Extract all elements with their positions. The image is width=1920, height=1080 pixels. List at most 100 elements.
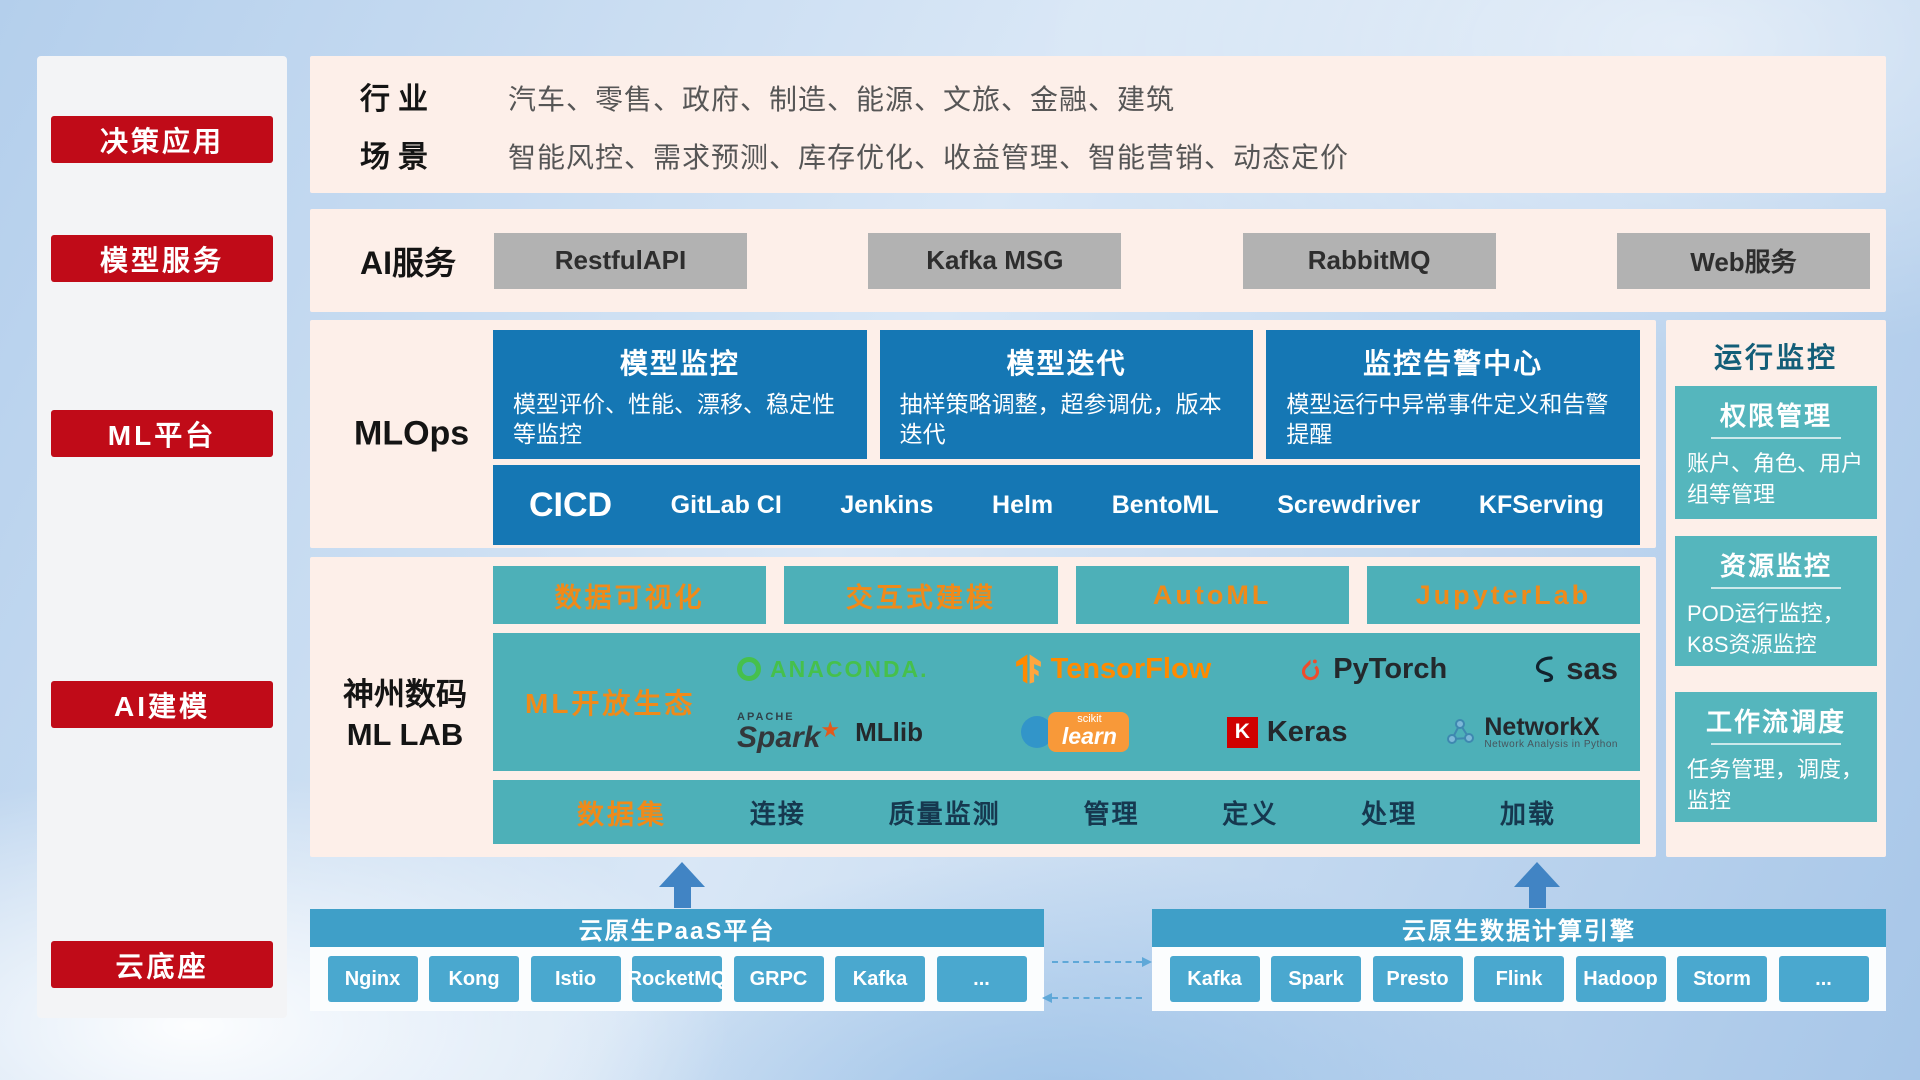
networkx-wordmark: NetworkX — [1484, 712, 1600, 741]
networkx-caption: Network Analysis in Python — [1484, 738, 1618, 750]
ml-open-ecosystem-box: ML开放生态 ANACONDA. TensorFlow PyTorch — [493, 633, 1640, 771]
resource-monitoring-card: 资源监控 POD运行监控，K8S资源监控 — [1675, 536, 1877, 666]
sas-wordmark: sas — [1566, 651, 1618, 687]
data-visualization-box: 数据可视化 — [493, 566, 767, 624]
gitlab-ci-label: GitLab CI — [670, 490, 782, 519]
card-desc: 任务管理，调度，监控 — [1687, 757, 1864, 814]
mllib-wordmark: MLlib — [855, 716, 923, 747]
dataset-define: 定义 — [1222, 798, 1279, 829]
web-service-box: Web服务 — [1616, 232, 1870, 289]
up-arrow-paas — [659, 862, 705, 908]
dataset-load: 加载 — [1499, 798, 1556, 829]
anaconda-wordmark: ANACONDA. — [770, 655, 929, 682]
mlops-label: MLOps — [354, 414, 470, 453]
paas-strip: Nginx Kong Istio RocketMQ GRPC Kafka ... — [310, 947, 1044, 1011]
card-desc: 模型运行中异常事件定义和告警提醒 — [1286, 391, 1609, 447]
scikit-learn-badge: scikit learn — [1047, 712, 1129, 753]
sidebar-item-ai-modeling: AI建模 — [51, 681, 273, 728]
card-title: 监控告警中心 — [1363, 348, 1544, 379]
industry-label: 行业 — [360, 83, 436, 116]
cicd-label: CICD — [529, 485, 613, 524]
anaconda-logo: ANACONDA. — [737, 656, 929, 683]
left-sidebar: 决策应用 模型服务 ML平台 AI建模 云底座 — [37, 56, 287, 1018]
tensorflow-logo: TensorFlow — [1015, 653, 1211, 686]
scenario-label: 场景 — [360, 141, 436, 174]
ml-lab-label-line2: ML LAB — [346, 717, 464, 753]
dashed-arrow-right — [1052, 957, 1152, 967]
ml-lab-panel: 神州数码 ML LAB 数据可视化 交互式建模 AutoML JupyterLa… — [310, 557, 1656, 857]
card-title: 工作流调度 — [1687, 702, 1865, 745]
dataset-label: 数据集 — [577, 799, 667, 830]
industry-scenario-panel: 行业 汽车、零售、政府、制造、能源、文旅、金融、建筑 场景 智能风控、需求预测、… — [310, 56, 1886, 193]
flink-box: Flink — [1474, 956, 1564, 1002]
paas-header: 云原生PaaS平台 — [310, 909, 1044, 947]
more2-box: ... — [1778, 956, 1869, 1002]
card-title: 资源监控 — [1687, 546, 1865, 589]
bentoml-label: BentoML — [1111, 490, 1219, 519]
arrow-head — [659, 862, 705, 887]
keras-icon: K — [1226, 716, 1258, 748]
dataset-quality: 质量监测 — [888, 798, 1001, 829]
jenkins-label: Jenkins — [840, 490, 934, 519]
rocketmq-box: RocketMQ — [628, 956, 726, 1002]
industry-content: 汽车、零售、政府、制造、能源、文旅、金融、建筑 — [508, 84, 1176, 115]
model-iteration-card: 模型迭代 抽样策略调整，超参调优，版本迭代 — [879, 330, 1254, 459]
up-arrow-engine — [1514, 862, 1560, 908]
kafka-msg-box: Kafka MSG — [868, 232, 1122, 289]
scenario-row: 场景 智能风控、需求预测、库存优化、收益管理、智能营销、动态定价 — [360, 132, 1862, 176]
industry-row: 行业 汽车、零售、政府、制造、能源、文旅、金融、建筑 — [360, 74, 1862, 118]
card-desc: 模型评价、性能、漂移、稳定性等监控 — [513, 391, 835, 447]
permission-mgmt-card: 权限管理 账户、角色、用户组等管理 — [1675, 386, 1877, 519]
ai-service-buttons: RestfulAPI Kafka MSG RabbitMQ Web服务 — [494, 232, 1870, 289]
run-monitoring-title: 运行监控 — [1713, 342, 1838, 373]
run-monitoring-panel: 运行监控 权限管理 账户、角色、用户组等管理 资源监控 POD运行监控，K8S资… — [1666, 320, 1886, 857]
anaconda-icon — [737, 657, 761, 682]
spark-star-icon: ★ — [820, 716, 841, 742]
spark-box: Spark — [1271, 956, 1361, 1002]
arrow-stem — [673, 887, 691, 908]
mlops-cards: 模型监控 模型评价、性能、漂移、稳定性等监控 模型迭代 抽样策略调整，超参调优，… — [493, 330, 1641, 459]
sidebar-item-decision-apps: 决策应用 — [51, 116, 273, 163]
storm-box: Storm — [1677, 956, 1767, 1002]
model-monitoring-card: 模型监控 模型评价、性能、漂移、稳定性等监控 — [493, 330, 867, 459]
card-desc: 账户、角色、用户组等管理 — [1687, 451, 1864, 508]
rabbitmq-box: RabbitMQ — [1242, 232, 1496, 289]
kafka2-box: Kafka — [1169, 956, 1260, 1002]
screwdriver-label: Screwdriver — [1277, 490, 1421, 519]
helm-label: Helm — [992, 490, 1054, 519]
jupyterlab-box: JupyterLab — [1366, 566, 1640, 624]
ai-service-panel: AI服务 RestfulAPI Kafka MSG RabbitMQ Web服务 — [310, 209, 1886, 312]
pytorch-wordmark: PyTorch — [1333, 652, 1448, 685]
presto-box: Presto — [1372, 956, 1463, 1002]
card-title: 权限管理 — [1687, 396, 1865, 439]
automl-box: AutoML — [1075, 566, 1349, 624]
ml-lab-label-line1: 神州数码 — [343, 677, 467, 712]
sas-icon — [1536, 656, 1554, 683]
dataset-bar: 数据集 连接 质量监测 管理 定义 处理 加载 — [493, 780, 1640, 844]
pytorch-icon — [1302, 659, 1320, 681]
sidebar-item-cloud-base: 云底座 — [51, 941, 273, 988]
sas-logo: sas — [1533, 651, 1618, 687]
networkx-logo: NetworkX Network Analysis in Python — [1445, 712, 1618, 750]
engine-strip: Kafka Spark Presto Flink Hadoop Storm ..… — [1152, 947, 1886, 1011]
logo-row-1: ANACONDA. TensorFlow PyTorch sas — [737, 651, 1618, 687]
card-desc: POD运行监控，K8S资源监控 — [1687, 601, 1845, 658]
restful-api-box: RestfulAPI — [494, 232, 747, 289]
alert-center-card: 监控告警中心 模型运行中异常事件定义和告警提醒 — [1266, 330, 1641, 459]
ml-lab-label: 神州数码 ML LAB — [322, 675, 488, 756]
card-title: 模型迭代 — [1006, 348, 1127, 379]
dashed-arrow-left — [1042, 993, 1142, 1003]
interactive-modeling-box: 交互式建模 — [784, 566, 1058, 624]
card-title: 模型监控 — [619, 348, 740, 379]
scikit-learn-logo: scikit learn — [1020, 712, 1129, 753]
workflow-scheduling-card: 工作流调度 任务管理，调度，监控 — [1675, 692, 1877, 822]
arrow-head — [1514, 862, 1560, 887]
pytorch-logo: PyTorch — [1297, 653, 1447, 686]
grpc-box: GRPC — [733, 956, 824, 1002]
ecosystem-label: ML开放生态 — [525, 688, 696, 719]
istio-box: Istio — [530, 956, 621, 1002]
learn-wordmark: learn — [1061, 723, 1117, 750]
kfserving-label: KFServing — [1478, 490, 1604, 519]
spark-text: Spark★ — [737, 716, 841, 754]
